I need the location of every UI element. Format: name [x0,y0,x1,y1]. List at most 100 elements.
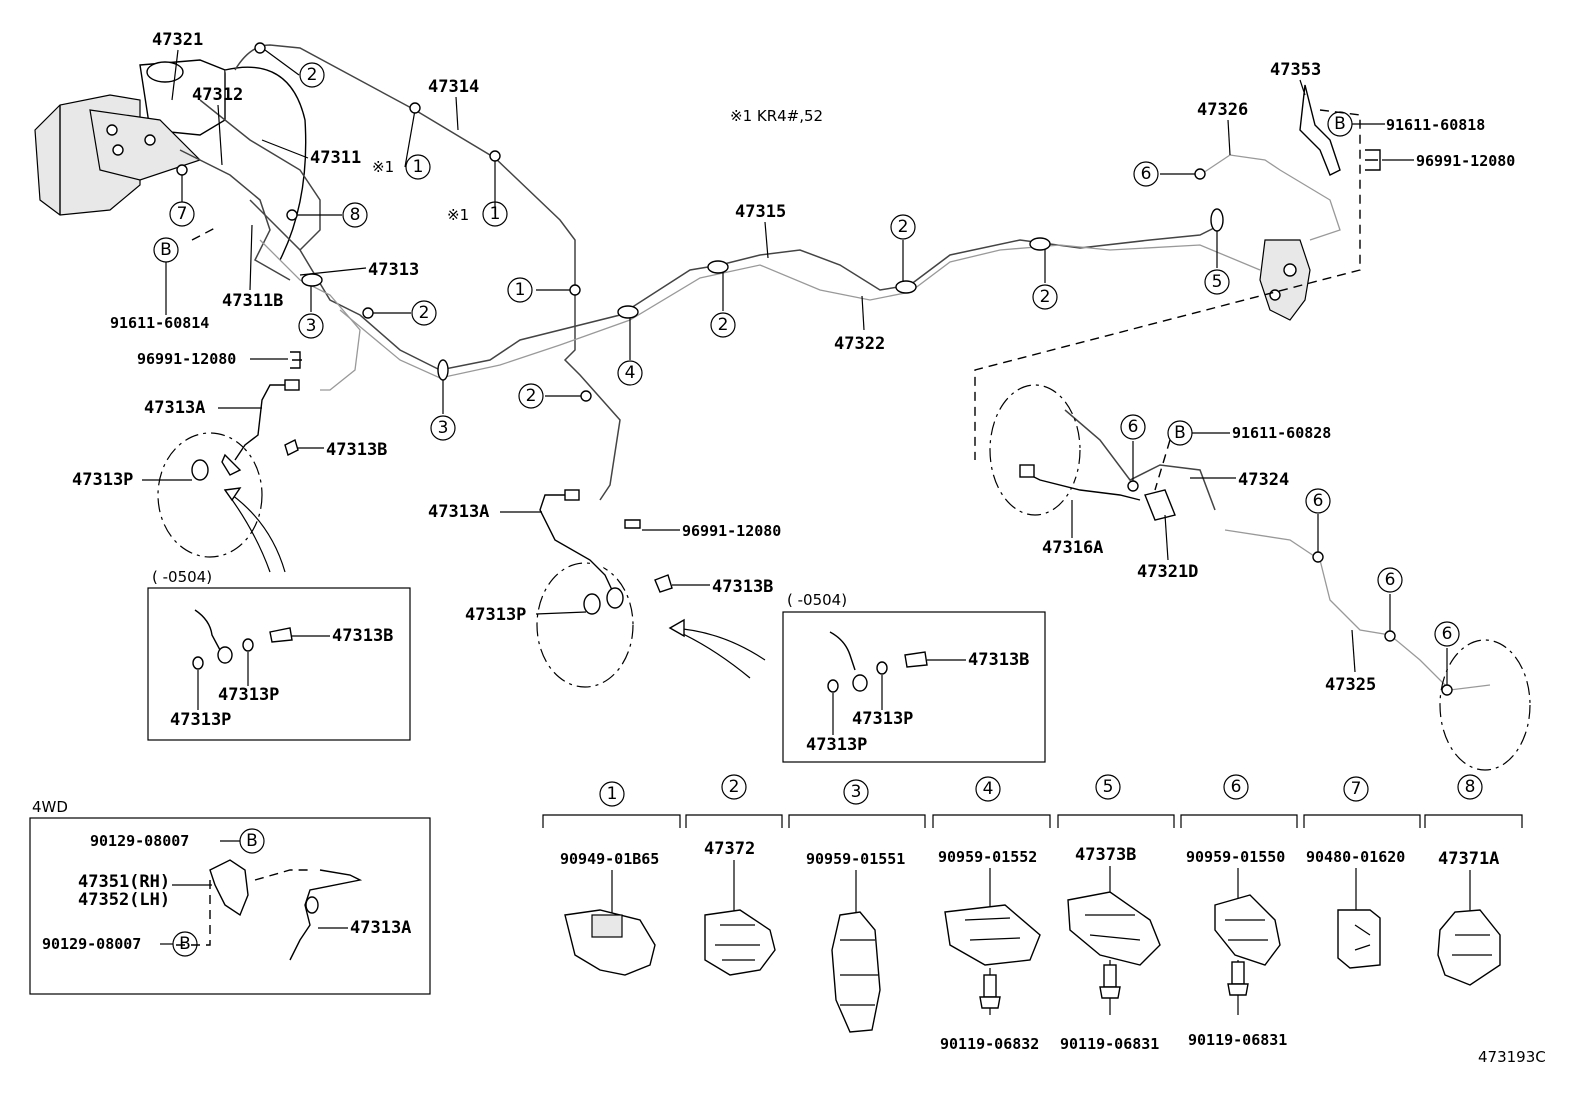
clamp-4-drawing [944,904,1041,966]
callout-2: 2 [307,65,318,85]
label-47353: 47353 [1270,60,1321,80]
box2-caption: ( -0504) [787,591,847,609]
clamp-1-drawing [564,909,656,976]
label-47313p-left: 47313P [72,470,133,490]
callout-b: B [160,240,172,260]
clamp-part-8: 47371A [1438,849,1499,869]
label-47313p-box1b: 47313P [170,710,231,730]
flex-hose-47313a-left [191,379,300,481]
brake-tube-47313 [259,239,361,391]
brake-tube-47315 [249,199,1221,371]
callout-5: 5 [1212,272,1223,292]
brake-tube-47314 [234,44,621,501]
note-ref-2: ※1 [447,206,469,224]
clamp-num-5: 5 [1103,777,1114,797]
fwd-title: 4WD [32,798,68,816]
label-47312: 47312 [192,85,243,105]
label-fwd-90129-b: 90129-08007 [42,935,141,953]
label-47313b-right: 47313B [712,577,773,597]
callout-1: 1 [515,280,526,300]
clamp-num-4: 4 [983,779,994,799]
clamp-bolt-4: 90119-06832 [940,1035,1039,1053]
rear-axle-fitting [1259,239,1311,321]
label-47321: 47321 [152,30,203,50]
callout-circles: 2 1 1 1 7 8 2 3 3 4 2 2 2 2 5 6 6 6 6 6 … [153,62,1460,957]
clamp-num-1: 1 [607,784,618,804]
clamp-bolt-5: 90119-06831 [1060,1035,1159,1053]
fwd-box [29,817,431,995]
clamp-5-drawing [1067,891,1161,966]
bracket-47353 [1299,84,1341,176]
part-labels: 47321 47312 47314 47311 ※1 ※1 ※1 KR4#,52… [32,30,1515,953]
brake-tube-47325 [1224,529,1491,691]
rear-wheel-right [1439,639,1531,771]
clamp-3-drawing [831,911,881,1033]
callout-b: B [246,831,258,851]
brake-tube-47324 [1064,409,1216,511]
clamp-7-drawing [1337,909,1381,969]
callout-4: 4 [625,363,636,383]
callout-6: 6 [1141,164,1152,184]
callout-6: 6 [1128,417,1139,437]
label-47313p-right: 47313P [465,605,526,625]
label-96991-12080-a: 96991-12080 [137,350,236,368]
label-91611-60814: 91611-60814 [110,314,209,332]
callout-3: 3 [438,418,449,438]
detail-arrow-left [223,487,286,573]
label-47325: 47325 [1325,675,1376,695]
label-91611-60828: 91611-60828 [1232,424,1331,442]
label-47324: 47324 [1238,470,1289,490]
label-47311: 47311 [310,148,361,168]
bolt-4 [979,968,1001,1015]
label-47352-lh: 47352(LH) [78,890,170,910]
label-96991-12080-b: 96991-12080 [682,522,781,540]
callout-1: 1 [413,157,424,177]
clamp-legend: 1 2 3 4 5 6 7 8 90949-01B65 47372 90959-… [542,774,1523,1053]
label-47313: 47313 [368,260,419,280]
reference-dashes [191,109,1361,491]
callout-b: B [179,934,191,954]
note-ref-1: ※1 [372,158,394,176]
label-47316a: 47316A [1042,538,1103,558]
label-91611-60818: 91611-60818 [1386,116,1485,134]
clamp-num-3: 3 [851,782,862,802]
label-47313b-left: 47313B [326,440,387,460]
label-47313p-box2b: 47313P [806,735,867,755]
callout-8: 8 [350,205,361,225]
clip-96991-12080-c [1365,149,1381,171]
clamp-6-drawing [1214,894,1281,966]
front-wheel-left [157,432,263,558]
label-47322: 47322 [834,334,885,354]
label-47311b: 47311B [222,291,283,311]
clamp-bolt-6: 90119-06831 [1188,1031,1287,1049]
callout-2: 2 [526,386,537,406]
clamp-8-drawing [1437,909,1501,986]
clamp-part-6: 90959-01550 [1186,848,1285,866]
callout-b: B [1334,114,1346,134]
label-fwd-90129-a: 90129-08007 [90,832,189,850]
clamp-num-6: 6 [1231,777,1242,797]
callout-7: 7 [177,204,188,224]
detail-arrow-right [668,618,766,679]
clamp-num-2: 2 [729,777,740,797]
label-47326: 47326 [1197,100,1248,120]
label-47351-rh: 47351(RH) [78,872,170,892]
clamp-num-7: 7 [1351,779,1362,799]
label-47321d: 47321D [1137,562,1198,582]
label-47315: 47315 [735,202,786,222]
label-fwd-47313a: 47313A [350,918,411,938]
box1-caption: ( -0504) [152,568,212,586]
brake-tube-47322 [339,244,1261,379]
bolt-6 [1227,960,1249,1015]
brake-tube-47311 [179,99,321,281]
front-wheel-right [536,562,634,688]
callout-1: 1 [490,204,501,224]
flex-hose-47316a-rear [1019,464,1176,521]
clamp-part-2: 47372 [704,839,755,859]
label-47313a-right: 47313A [428,502,489,522]
clamp-part-1: 90949-01B65 [560,850,659,868]
callout-3: 3 [306,316,317,336]
label-47313p-box2a: 47313P [852,709,913,729]
